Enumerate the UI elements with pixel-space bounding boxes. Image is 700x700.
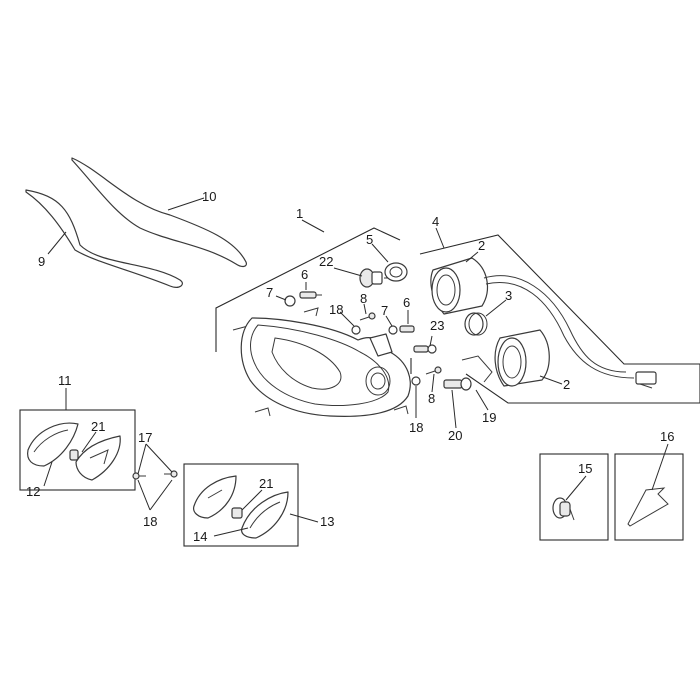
callout-4: 4 bbox=[432, 214, 439, 229]
part-23-bulb bbox=[413, 344, 437, 354]
callout-21-right: 21 bbox=[259, 476, 273, 491]
part-1-headlight bbox=[240, 317, 411, 417]
callout-7-left: 7 bbox=[266, 285, 273, 300]
part-20-bulb bbox=[443, 377, 472, 391]
headlight-mount-tab bbox=[369, 333, 393, 357]
part-21-bulb-right bbox=[231, 507, 243, 519]
part-21-bulb-left bbox=[69, 449, 79, 461]
part-15-frame bbox=[539, 453, 609, 541]
callout-18-left: 18 bbox=[143, 514, 157, 529]
part-17-screw bbox=[132, 470, 178, 480]
part-9-fairing-trim bbox=[25, 189, 183, 288]
callout-11: 11 bbox=[58, 373, 72, 388]
headlight-lamp-socket bbox=[365, 366, 391, 396]
part-18-nut-lower bbox=[411, 376, 421, 386]
callout-13: 13 bbox=[320, 514, 334, 529]
callout-17: 17 bbox=[138, 430, 152, 445]
indicator-body-right bbox=[193, 475, 237, 519]
callout-23: 23 bbox=[430, 318, 444, 333]
callout-8-upper: 8 bbox=[360, 291, 367, 306]
part-6-screw-right bbox=[399, 325, 415, 333]
part-16-wire-clip bbox=[627, 487, 669, 527]
callout-12: 12 bbox=[26, 484, 40, 499]
connector bbox=[635, 371, 657, 389]
part-15-sensor bbox=[552, 497, 575, 521]
part-2-housing-upper bbox=[430, 257, 489, 315]
callout-14: 14 bbox=[193, 529, 207, 544]
part-11-indicator-frame bbox=[19, 409, 136, 491]
part-7-washer-left bbox=[284, 295, 296, 307]
part-6-screw-left bbox=[299, 291, 322, 299]
part-13-indicator-frame bbox=[183, 463, 299, 547]
part-16-frame bbox=[614, 453, 684, 541]
headlight-lens-outline bbox=[250, 324, 390, 406]
callout-6-right: 6 bbox=[403, 295, 410, 310]
callout-10: 10 bbox=[202, 189, 216, 204]
part-1-assembly-frame bbox=[215, 227, 401, 352]
callout-18-lower: 18 bbox=[409, 420, 423, 435]
callout-8-lower: 8 bbox=[428, 391, 435, 406]
part-22-bulb bbox=[359, 268, 392, 288]
callout-15: 15 bbox=[578, 461, 592, 476]
wire-harness-upper bbox=[483, 275, 627, 373]
callout-9: 9 bbox=[38, 254, 45, 269]
callout-2-upper: 2 bbox=[478, 238, 485, 253]
part-8-screw-center bbox=[359, 312, 376, 321]
callout-3: 3 bbox=[505, 288, 512, 303]
callout-19: 19 bbox=[482, 410, 496, 425]
part-10-fairing-trim bbox=[71, 157, 247, 268]
part-18-nut-center bbox=[351, 325, 361, 335]
callout-5: 5 bbox=[366, 232, 373, 247]
wire-harness-lower bbox=[485, 282, 635, 379]
headlight-reflector bbox=[271, 337, 342, 390]
callout-18-center: 18 bbox=[329, 302, 343, 317]
callout-21-left: 21 bbox=[91, 419, 105, 434]
callout-6-left: 6 bbox=[301, 267, 308, 282]
part-5-bulb-holder bbox=[384, 262, 408, 282]
callout-7-right: 7 bbox=[381, 303, 388, 318]
part-14-indicator-lens-right bbox=[241, 491, 289, 539]
callout-2-lower: 2 bbox=[563, 377, 570, 392]
callout-16: 16 bbox=[660, 429, 674, 444]
callout-20: 20 bbox=[448, 428, 462, 443]
part-7-washer-right bbox=[388, 325, 398, 335]
callout-1: 1 bbox=[296, 206, 303, 221]
part-8-screw-lower bbox=[425, 366, 442, 375]
part-12-indicator-lens-left bbox=[27, 422, 79, 467]
part-3-ring bbox=[464, 312, 488, 336]
callout-22: 22 bbox=[319, 254, 333, 269]
part-4-assembly-frame bbox=[419, 234, 700, 404]
part-2-housing-lower bbox=[494, 329, 550, 387]
indicator-body-left bbox=[75, 435, 121, 481]
leader-lines bbox=[43, 197, 669, 537]
part-19-spring-clip bbox=[461, 355, 493, 383]
